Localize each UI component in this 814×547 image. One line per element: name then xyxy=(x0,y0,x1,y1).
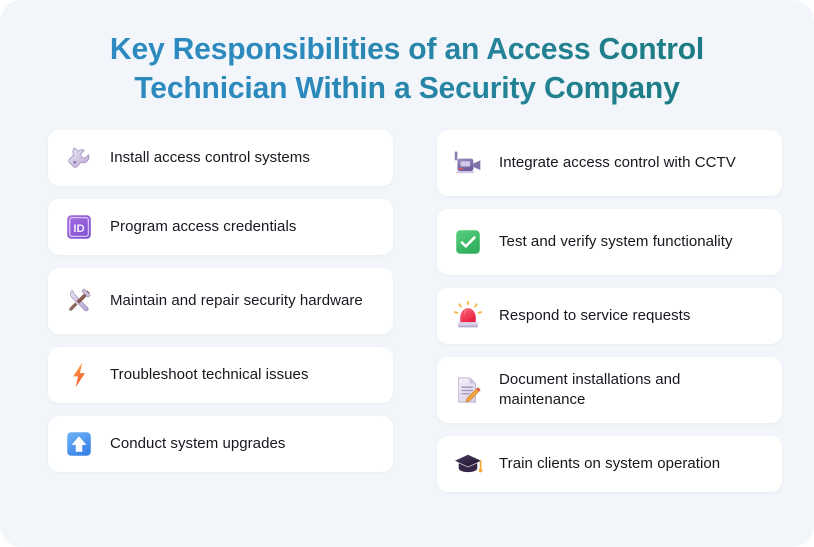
alarm-light-icon xyxy=(451,299,485,333)
page-title-line-1: Key Responsibilities of an Access Contro… xyxy=(109,31,705,66)
list-item-label: Install access control systems xyxy=(110,148,310,166)
list-item[interactable]: ID Program access credentials xyxy=(48,198,393,255)
list-item[interactable]: Train clients on system operation xyxy=(437,435,782,492)
list-item-label: Program access credentials xyxy=(110,217,297,235)
responsibilities-columns: Install access control systems ID Progra… xyxy=(0,108,814,492)
id-badge-icon: ID xyxy=(62,210,96,244)
list-item[interactable]: Integrate access control with CCTV xyxy=(437,129,782,196)
wrench-icon xyxy=(62,141,96,175)
title-block: Key Responsibilities of an Access Contro… xyxy=(0,0,814,108)
lightning-bolt-icon xyxy=(62,358,96,392)
hammer-and-wrench-icon xyxy=(62,284,96,318)
up-arrow-button-icon xyxy=(62,427,96,461)
right-column: Integrate access control with CCTV Test … xyxy=(437,129,782,492)
list-item[interactable]: Document installations and maintenance xyxy=(437,356,782,423)
svg-text:ID: ID xyxy=(73,222,84,234)
video-camera-icon xyxy=(451,146,485,180)
list-item-label: Test and verify system functionality xyxy=(499,232,733,250)
list-item[interactable]: Troubleshoot technical issues xyxy=(48,346,393,403)
list-item-label: Respond to service requests xyxy=(499,306,691,324)
list-item-label: Conduct system upgrades xyxy=(110,434,286,452)
list-item[interactable]: Install access control systems xyxy=(48,129,393,186)
list-item-label: Integrate access control with CCTV xyxy=(499,153,736,171)
graduation-cap-icon xyxy=(451,447,485,481)
list-item[interactable]: Maintain and repair security hardware xyxy=(48,267,393,334)
list-item[interactable]: Test and verify system functionality xyxy=(437,208,782,275)
memo-pencil-icon xyxy=(451,373,485,407)
page-title: Key Responsibilities of an Access Contro… xyxy=(67,30,748,108)
list-item[interactable]: Respond to service requests xyxy=(437,287,782,344)
page-title-line-2: Technician Within a Security Company xyxy=(134,69,680,105)
list-item-label: Document installations and maintenance xyxy=(499,370,681,408)
list-item[interactable]: Conduct system upgrades xyxy=(48,415,393,472)
list-item-label: Troubleshoot technical issues xyxy=(110,365,309,383)
list-item-label: Maintain and repair security hardware xyxy=(110,291,363,309)
left-column: Install access control systems ID Progra… xyxy=(48,129,393,472)
list-item-label: Train clients on system operation xyxy=(499,454,721,472)
green-check-mark-icon xyxy=(451,225,485,259)
